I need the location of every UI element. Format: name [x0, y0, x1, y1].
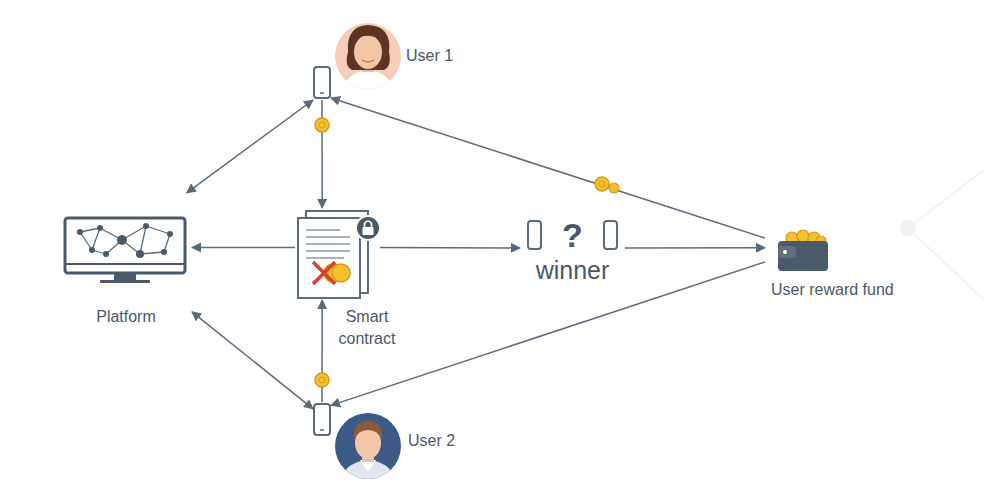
- user-avatar: [335, 413, 401, 486]
- phone-icon: [314, 404, 330, 435]
- user-label: User 2: [408, 431, 455, 451]
- phone-icon: [314, 67, 330, 98]
- phone-icon: [604, 221, 617, 249]
- fund-node: User reward fund: [765, 228, 830, 272]
- background-line: [908, 228, 984, 300]
- monitor-icon: [65, 218, 185, 283]
- coin-icon: [315, 373, 329, 387]
- phone-icon: [320, 92, 324, 94]
- flow-arrow: [192, 312, 313, 409]
- phone-icon: [528, 221, 541, 249]
- phone-icon: [320, 429, 324, 431]
- fund-label: User reward fund: [771, 280, 894, 300]
- contract-label: Smart contract: [325, 306, 409, 350]
- flow-arrow: [380, 247, 520, 249]
- flow-arrow: [187, 100, 313, 193]
- flow-arrow: [625, 247, 765, 249]
- winner-label: winner: [520, 255, 625, 285]
- coin-icon: [595, 177, 619, 193]
- contract-node: Smart contract: [295, 208, 380, 300]
- flow-arrow: [321, 100, 323, 208]
- question-mark: ?: [520, 215, 625, 255]
- winner-node: ?winner: [520, 215, 625, 285]
- contract-icon: [298, 211, 380, 298]
- flow-arrow: [192, 247, 295, 249]
- platform-label: Platform: [60, 307, 192, 327]
- background-line: [908, 170, 984, 228]
- coin-icon: [315, 118, 329, 132]
- user-node: User 2: [313, 402, 331, 436]
- user-label: User 1: [406, 46, 453, 66]
- wallet-icon: [778, 230, 828, 271]
- flow-arrow: [331, 98, 765, 238]
- user-avatar: [335, 23, 401, 95]
- platform-node: Platform: [60, 190, 192, 330]
- user-node: User 1: [313, 66, 331, 100]
